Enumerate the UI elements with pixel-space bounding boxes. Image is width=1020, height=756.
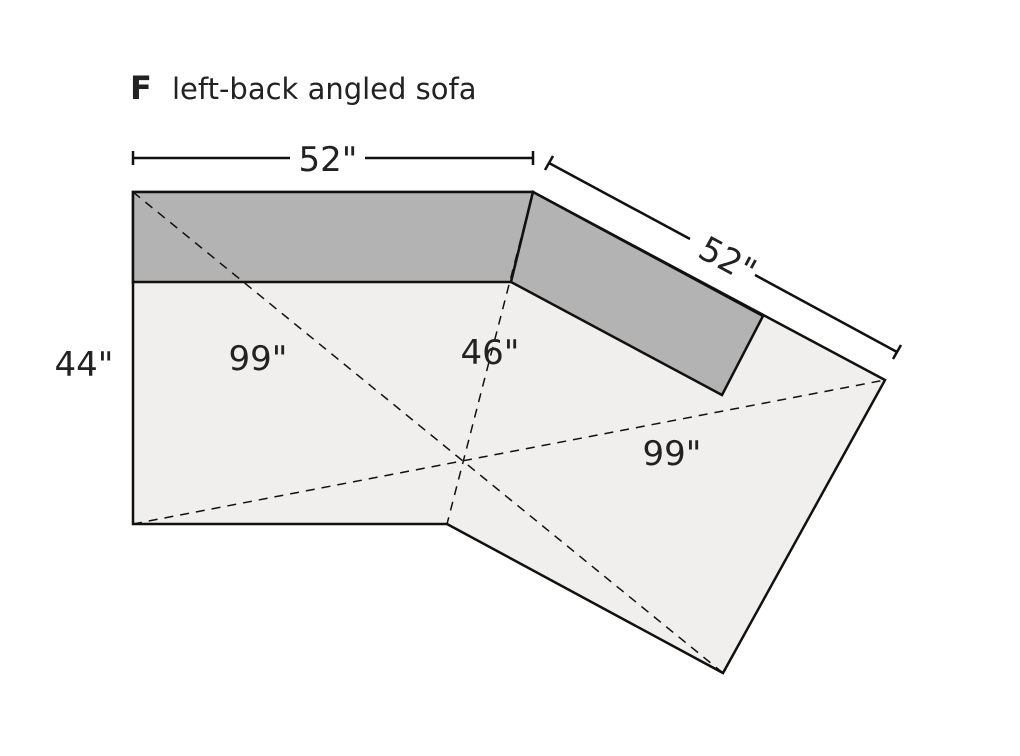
angled-dimension-line [543,155,903,360]
title-text: left-back angled sofa [172,72,477,106]
top-dimension-line [131,151,535,165]
diagonal-right-label: 99" [643,434,702,474]
sofa-back-straight [131,190,535,284]
title-letter: F [130,69,152,107]
seam-depth-label: 46" [461,333,520,373]
diagonal-left-label: 99" [229,339,288,379]
top-width-label: 52" [299,140,358,180]
sofa-back-angled [509,190,765,397]
depth-label: 44" [55,345,114,385]
